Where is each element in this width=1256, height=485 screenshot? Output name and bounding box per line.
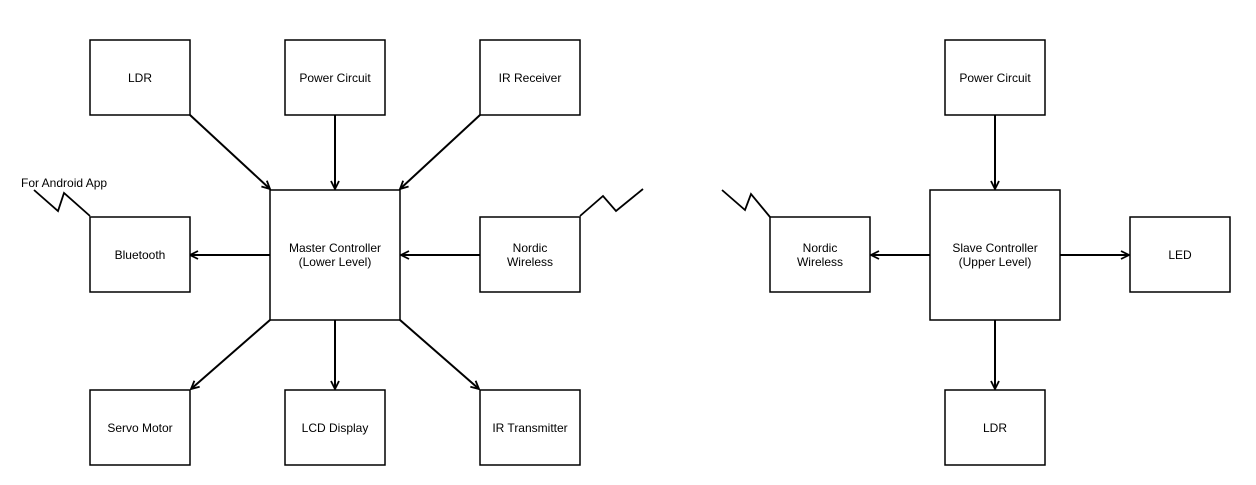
power-circuit-label: Power Circuit: [299, 71, 371, 85]
led-label: LED: [1168, 248, 1192, 262]
master-controller-subtitle: (Lower Level): [299, 255, 372, 269]
lcd-display-block: LCD Display: [284, 389, 386, 466]
slave-nordic-wireless-block: Nordic Wireless: [769, 216, 871, 293]
slave-ldr-block: LDR: [944, 389, 1046, 466]
arrow-ir-receiver-to-master: [400, 114, 481, 189]
slave-power-circuit-label: Power Circuit: [959, 71, 1031, 85]
nordic-label-line2: Wireless: [507, 255, 553, 269]
bluetooth-block: Bluetooth: [89, 216, 191, 293]
ldr-label: LDR: [128, 71, 152, 85]
slave-controller-block: Slave Controller (Upper Level): [929, 189, 1061, 321]
slave-nordic-label-line1: Nordic: [803, 241, 838, 255]
nordic-wireless-block: Nordic Wireless: [479, 216, 581, 293]
power-circuit-block: Power Circuit: [284, 39, 386, 116]
bluetooth-antenna-icon: [33, 189, 91, 217]
master-controller-block: Master Controller (Lower Level): [269, 189, 401, 321]
ir-transmitter-label: IR Transmitter: [492, 421, 567, 435]
slave-controller-subtitle: (Upper Level): [959, 255, 1032, 269]
slave-power-circuit-block: Power Circuit: [944, 39, 1046, 116]
ir-receiver-label: IR Receiver: [499, 71, 562, 85]
slave-ldr-label: LDR: [983, 421, 1007, 435]
lcd-display-label: LCD Display: [302, 421, 369, 435]
master-controller-title: Master Controller: [289, 241, 381, 255]
arrow-master-to-servo: [191, 319, 271, 389]
nordic-label-line1: Nordic: [513, 241, 548, 255]
android-app-note: For Android App: [21, 176, 107, 190]
arrow-master-to-ir-transmitter: [399, 319, 479, 389]
slave-nordic-label-line2: Wireless: [797, 255, 843, 269]
arrow-ldr-to-master: [189, 114, 270, 189]
servo-motor-block: Servo Motor: [89, 389, 191, 466]
master-diagram: For Android App LDR Power Circuit IR Rec…: [21, 39, 644, 466]
slave-controller-title: Slave Controller: [952, 241, 1037, 255]
slave-nordic-antenna-icon: [721, 189, 771, 218]
ir-transmitter-block: IR Transmitter: [479, 389, 581, 466]
bluetooth-label: Bluetooth: [115, 248, 166, 262]
slave-diagram: Power Circuit Nordic Wireless Slave Cont…: [721, 39, 1231, 466]
ldr-block: LDR: [89, 39, 191, 116]
ir-receiver-block: IR Receiver: [479, 39, 581, 116]
servo-motor-label: Servo Motor: [107, 421, 172, 435]
led-block: LED: [1129, 216, 1231, 293]
nordic-antenna-icon: [579, 188, 644, 217]
